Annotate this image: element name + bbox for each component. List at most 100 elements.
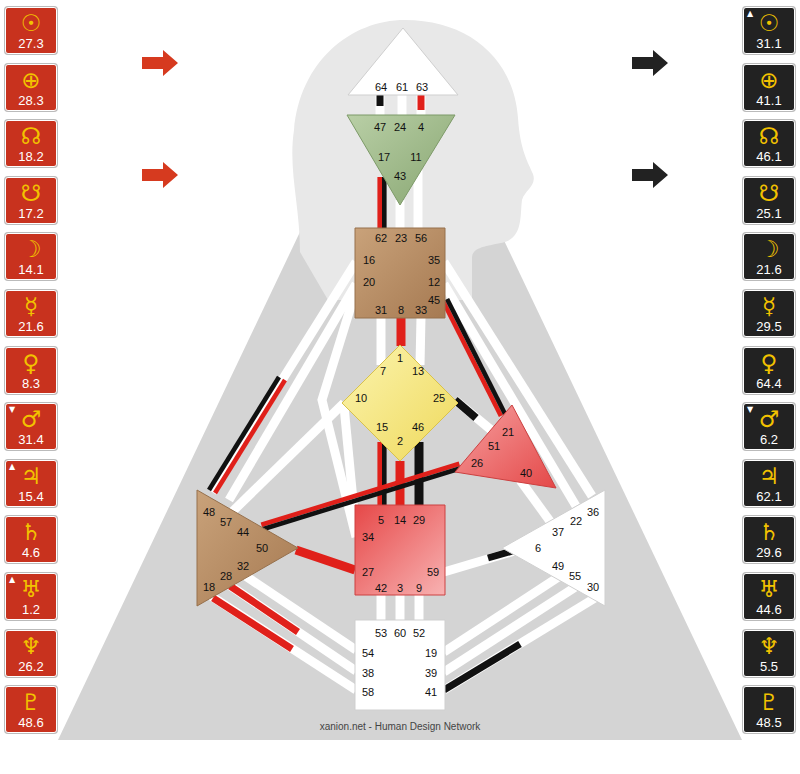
planet-box: ▲♃15.4 bbox=[5, 460, 57, 507]
planet-symbol: ☽ bbox=[759, 237, 780, 262]
planet-symbol: ♀ bbox=[23, 351, 40, 376]
planet-symbol: ☿ bbox=[762, 294, 776, 319]
gate-number: 34 bbox=[362, 531, 374, 543]
direction-marker: ▲ bbox=[9, 462, 15, 471]
center-outline bbox=[453, 403, 559, 490]
planet-box: ♇48.6 bbox=[5, 686, 57, 733]
planet-symbol: ☿ bbox=[24, 294, 38, 319]
gate-number: 2 bbox=[397, 435, 403, 447]
planet-symbol: ♆ bbox=[759, 634, 780, 659]
gate-number: 26 bbox=[471, 457, 483, 469]
planet-symbol: ♅ bbox=[759, 577, 780, 602]
planet-box: ♆5.5 bbox=[743, 630, 795, 677]
planet-symbol: ⊕ bbox=[21, 68, 40, 93]
planet-box: ▼♂6.2 bbox=[743, 403, 795, 450]
center-shape: 536052541938395841 bbox=[355, 620, 445, 710]
channel-line bbox=[296, 550, 355, 570]
gate-number: 40 bbox=[520, 467, 532, 479]
gate-number: 21 bbox=[502, 426, 514, 438]
gate-line: 41.1 bbox=[756, 93, 781, 108]
gate-line: 62.1 bbox=[756, 489, 781, 504]
gate-line: 1.2 bbox=[22, 602, 40, 617]
gate-number: 35 bbox=[428, 254, 440, 266]
center-fill bbox=[502, 490, 605, 606]
channel-half bbox=[382, 177, 387, 228]
direction-marker: ▼ bbox=[747, 405, 753, 414]
planet-box: ☋17.2 bbox=[5, 177, 57, 224]
gate-line: 5.5 bbox=[760, 659, 778, 674]
watermark-label: xanion.net - Human Design Network bbox=[320, 721, 481, 732]
center-shape: 622356163520124531833 bbox=[355, 228, 445, 318]
planet-symbol: ♅ bbox=[21, 577, 42, 602]
gate-number: 61 bbox=[396, 81, 408, 93]
gate-number: 6 bbox=[535, 542, 541, 554]
channel-half bbox=[447, 299, 505, 414]
gate-number: 28 bbox=[220, 570, 232, 582]
gate-number: 46 bbox=[412, 421, 424, 433]
gate-number: 43 bbox=[394, 170, 406, 182]
channel-half bbox=[377, 177, 382, 228]
planet-box: ♅44.6 bbox=[743, 573, 795, 620]
gate-number: 33 bbox=[415, 304, 427, 316]
gate-number: 60 bbox=[394, 627, 406, 639]
center-shape: 47244171143 bbox=[345, 113, 457, 207]
gate-number: 48 bbox=[203, 506, 215, 518]
gate-line: 28.3 bbox=[18, 93, 43, 108]
gate-line: 29.5 bbox=[756, 319, 781, 334]
gate-number: 63 bbox=[416, 81, 428, 93]
gate-number: 16 bbox=[363, 254, 375, 266]
gate-line: 17.2 bbox=[18, 206, 43, 221]
planet-box: ♃62.1 bbox=[743, 460, 795, 507]
gate-line: 64.4 bbox=[756, 376, 781, 391]
gate-number: 59 bbox=[427, 566, 439, 578]
center-fill bbox=[197, 490, 298, 606]
center-fill bbox=[355, 505, 445, 595]
gate-number: 41 bbox=[425, 686, 437, 698]
gate-line: 48.6 bbox=[18, 715, 43, 730]
planet-symbol: ☊ bbox=[21, 124, 41, 149]
planet-box: ☉27.3 bbox=[5, 7, 57, 54]
gate-number: 20 bbox=[363, 276, 375, 288]
gate-line: 15.4 bbox=[18, 489, 43, 504]
gate-number: 13 bbox=[412, 365, 424, 377]
center-fill bbox=[342, 345, 458, 461]
direction-marker: ▲ bbox=[747, 9, 753, 18]
planet-box: ▲♅1.2 bbox=[5, 573, 57, 620]
planet-box: ☿29.5 bbox=[743, 290, 795, 337]
gate-number: 15 bbox=[376, 421, 388, 433]
planet-box: ⊕41.1 bbox=[743, 64, 795, 111]
planet-box: ♀8.3 bbox=[5, 347, 57, 394]
gate-line: 6.2 bbox=[760, 432, 778, 447]
channel-connector bbox=[380, 177, 385, 228]
gate-number: 14 bbox=[394, 514, 406, 526]
gate-line: 25.1 bbox=[756, 206, 781, 221]
gate-number: 55 bbox=[569, 570, 581, 582]
gate-line: 48.5 bbox=[756, 715, 781, 730]
center-fill bbox=[355, 228, 445, 318]
gate-number: 56 bbox=[415, 232, 427, 244]
gate-number: 62 bbox=[375, 232, 387, 244]
channel-connector bbox=[380, 442, 385, 505]
planet-symbol: ☽ bbox=[21, 237, 42, 262]
center-shape: 3622376495530 bbox=[500, 488, 607, 608]
planet-box: ▼♂31.4 bbox=[5, 403, 57, 450]
center-shape: 48574450322818 bbox=[195, 488, 300, 608]
gate-line: 29.6 bbox=[756, 545, 781, 560]
gate-line: 4.6 bbox=[22, 545, 40, 560]
gate-number: 4 bbox=[418, 121, 424, 133]
gate-number: 24 bbox=[394, 121, 406, 133]
channel-line bbox=[397, 318, 406, 346]
gate-line: 21.6 bbox=[756, 262, 781, 277]
gate-number: 17 bbox=[378, 151, 390, 163]
gate-line: 31.1 bbox=[756, 36, 781, 51]
gate-number: 42 bbox=[375, 582, 387, 594]
planet-symbol: ☊ bbox=[759, 124, 779, 149]
gate-number: 7 bbox=[380, 365, 386, 377]
channel-connector bbox=[296, 550, 355, 570]
gate-number: 29 bbox=[413, 514, 425, 526]
gate-number: 32 bbox=[237, 560, 249, 572]
gate-number: 52 bbox=[413, 627, 425, 639]
gate-number: 58 bbox=[362, 686, 374, 698]
gate-number: 50 bbox=[256, 542, 268, 554]
planet-symbol: ♄ bbox=[759, 520, 780, 545]
